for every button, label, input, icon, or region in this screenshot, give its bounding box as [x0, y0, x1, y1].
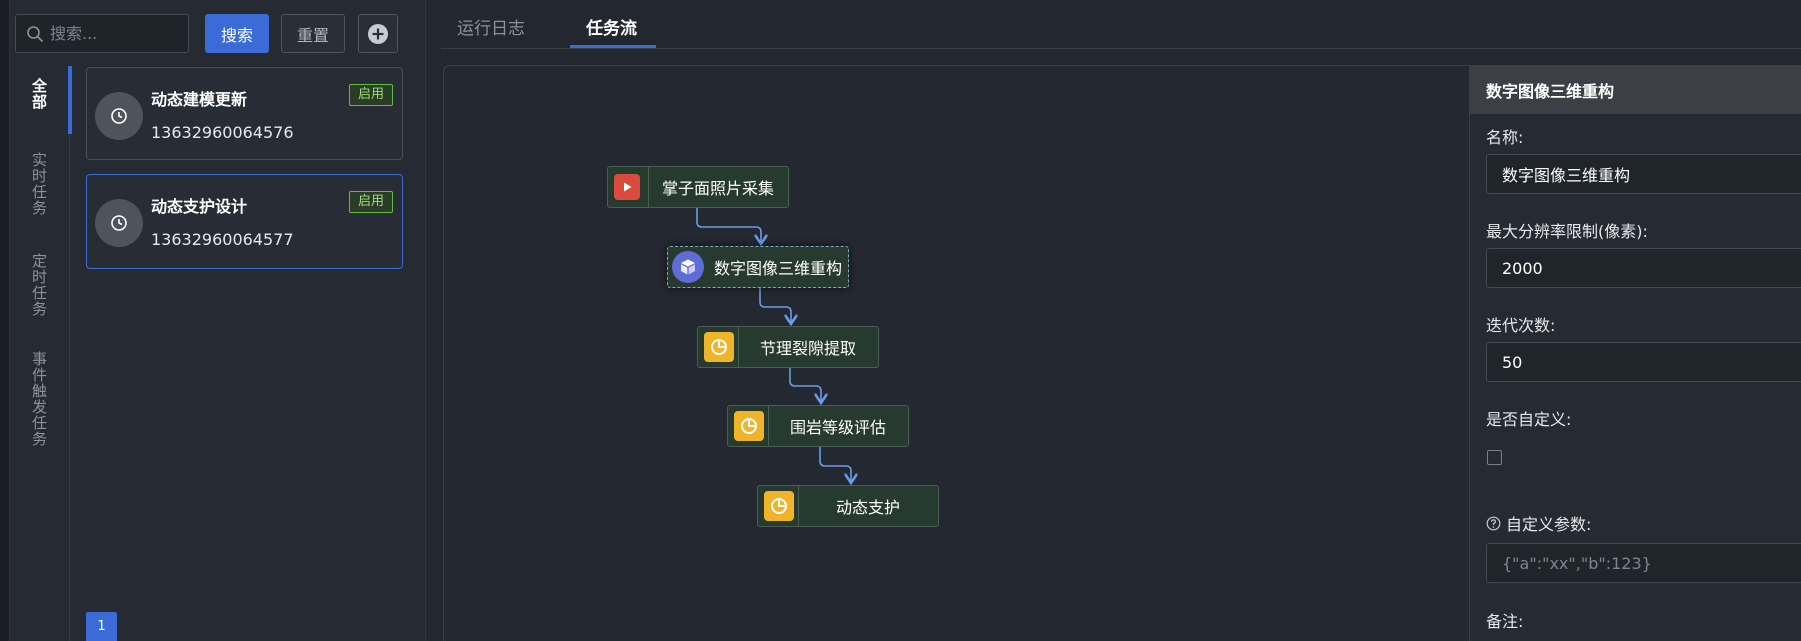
- task-card[interactable]: 动态建模更新 13632960064576 启用: [86, 67, 403, 160]
- flow-node-label: 节理裂隙提取: [759, 339, 856, 358]
- search-button[interactable]: 搜索: [205, 14, 269, 53]
- tab-active-indicator: [570, 45, 656, 48]
- category-tab-event[interactable]: 事件触发任务: [10, 351, 68, 447]
- tab-run-log[interactable]: 运行日志: [457, 19, 525, 39]
- pagination-page-1[interactable]: 1: [86, 612, 117, 641]
- flow-connectors: [696, 208, 1801, 641]
- add-task-button[interactable]: [358, 14, 398, 53]
- category-active-indicator: [68, 66, 72, 134]
- connector-2: [759, 288, 791, 324]
- task-id: 13632960064577: [151, 230, 294, 249]
- window-edge: [0, 0, 10, 641]
- flow-node-label: 围岩等级评估: [789, 418, 886, 437]
- iterations-label: 迭代次数:: [1486, 316, 1556, 335]
- iterations-input[interactable]: [1486, 342, 1801, 382]
- node-properties-panel: 数字图像三维重构 名称: 最大分辨率限制(像素): 迭代次数: 是否自定义: 自…: [1469, 66, 1801, 641]
- node-divider: [768, 406, 769, 446]
- task-id: 13632960064576: [151, 123, 294, 142]
- name-label: 名称:: [1486, 128, 1524, 147]
- main-tabs: 运行日志 任务流: [441, 0, 1801, 49]
- category-tab-label: 全部: [30, 78, 48, 110]
- status-badge: 启用: [348, 84, 393, 106]
- custom-params-label: 自定义参数:: [1506, 515, 1592, 534]
- pie-chart-icon: [764, 491, 794, 521]
- pie-chart-icon: [734, 411, 764, 441]
- node-divider: [648, 167, 649, 207]
- reset-button[interactable]: 重置: [281, 14, 345, 53]
- clock-icon: [111, 108, 127, 124]
- search-input[interactable]: [50, 24, 186, 43]
- custom-checkbox[interactable]: [1487, 450, 1502, 465]
- clock-avatar: [95, 199, 143, 247]
- clock-avatar: [95, 92, 143, 140]
- status-badge: 启用: [348, 191, 393, 213]
- search-field[interactable]: [15, 14, 189, 53]
- name-input[interactable]: [1486, 154, 1801, 194]
- help-circle-icon[interactable]: [1486, 516, 1501, 531]
- task-card-selected[interactable]: 动态支护设计 13632960064577 启用: [86, 174, 403, 269]
- tab-task-flow[interactable]: 任务流: [586, 19, 637, 39]
- task-name: 动态建模更新: [151, 90, 248, 109]
- connector-1: [696, 208, 761, 244]
- flow-node-photo-capture[interactable]: 掌子面照片采集: [607, 166, 789, 208]
- flow-node-label: 掌子面照片采集: [661, 179, 774, 198]
- flow-node-rock-grading[interactable]: 围岩等级评估: [727, 405, 909, 447]
- flow-node-joint-extraction[interactable]: 节理裂隙提取: [697, 326, 879, 368]
- pie-chart-icon: [704, 332, 734, 362]
- max-resolution-input[interactable]: [1486, 248, 1801, 288]
- max-resolution-label: 最大分辨率限制(像素):: [1486, 222, 1648, 241]
- flow-node-dynamic-support[interactable]: 动态支护: [757, 485, 939, 527]
- flow-node-3d-reconstruction[interactable]: 数字图像三维重构: [667, 246, 849, 288]
- category-tab-label: 实时任务: [30, 152, 48, 216]
- properties-title: 数字图像三维重构: [1470, 66, 1801, 114]
- play-icon: [614, 174, 640, 200]
- flow-node-label: 数字图像三维重构: [714, 259, 843, 278]
- category-tab-label: 定时任务: [30, 253, 48, 317]
- category-tabs: 全部 实时任务 定时任务 事件触发任务: [10, 66, 72, 641]
- remark-label: 备注:: [1486, 612, 1524, 631]
- panel-divider: [425, 0, 426, 641]
- flow-node-label: 动态支护: [835, 498, 900, 517]
- node-divider: [738, 327, 739, 367]
- search-icon: [27, 25, 43, 42]
- category-tab-realtime[interactable]: 实时任务: [10, 152, 68, 216]
- custom-params-label-row: 自定义参数:: [1486, 511, 1591, 535]
- custom-toggle-label: 是否自定义:: [1486, 410, 1572, 429]
- category-tab-scheduled[interactable]: 定时任务: [10, 253, 68, 317]
- task-name: 动态支护设计: [151, 197, 248, 216]
- cube-icon: [672, 251, 704, 283]
- custom-params-input[interactable]: [1486, 543, 1801, 583]
- clock-icon: [111, 215, 127, 231]
- connector-4: [819, 447, 851, 483]
- connector-3: [789, 368, 821, 403]
- plus-circle-icon: [368, 23, 388, 44]
- category-tab-label: 事件触发任务: [30, 351, 48, 447]
- node-divider: [798, 486, 799, 526]
- category-tab-all[interactable]: 全部: [10, 78, 68, 110]
